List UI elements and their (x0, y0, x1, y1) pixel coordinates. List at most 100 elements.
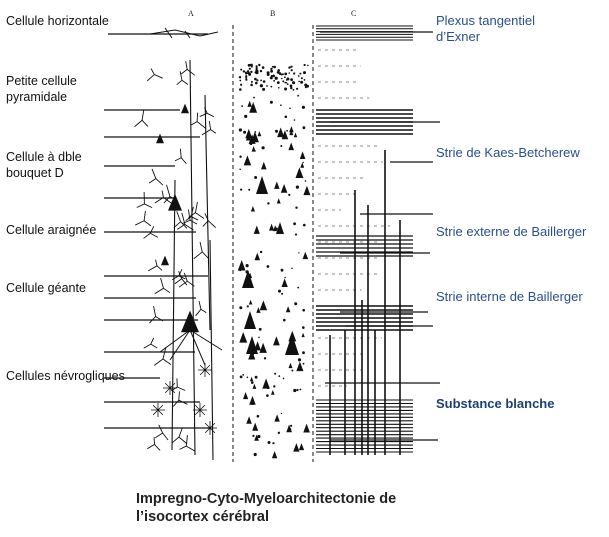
nissl-dot (254, 375, 258, 379)
nissl-dot (242, 374, 245, 376)
small-branching-cell (154, 277, 171, 295)
nissl-dot (250, 80, 253, 83)
nissl-dot (258, 63, 261, 67)
small-branching-cell (177, 212, 194, 231)
nissl-dot (304, 180, 307, 182)
nissl-dot (301, 105, 305, 109)
label-strie-kaes: Strie de Kaes-Betcherew (436, 145, 580, 160)
pyramidal-soma (181, 103, 189, 114)
nissl-dot (262, 80, 266, 83)
nissl-dot (276, 81, 280, 84)
nissl-dot (300, 77, 303, 80)
nissl-dot (251, 381, 254, 384)
nissl-dot (267, 202, 270, 205)
nissl-dot (254, 77, 257, 81)
nissl-dot (282, 377, 285, 380)
nissl-triangle (252, 422, 259, 431)
nissl-dot (291, 369, 294, 372)
nissl-dot (278, 375, 281, 377)
nissl-dot (307, 64, 309, 67)
label-petite-cellule-line1: Petite cellule (6, 74, 77, 88)
nissl-triangle (253, 225, 260, 234)
nissl-dot (250, 83, 253, 87)
nissl-dot (239, 375, 243, 379)
nissl-dot (259, 250, 263, 254)
nissl-dot (302, 326, 305, 329)
nissl-dot (255, 71, 259, 75)
nissl-dot (266, 394, 269, 397)
nissl-dot (271, 65, 274, 68)
nissl-dot (246, 305, 249, 308)
column-letter-b: B (270, 9, 276, 18)
nissl-dot (284, 81, 287, 84)
nissl-dot (263, 357, 267, 360)
nissl-dot (253, 452, 257, 457)
small-branching-cell (173, 211, 188, 229)
nissl-dot (297, 358, 302, 362)
nissl-triangle (299, 151, 306, 159)
small-branching-cell (135, 210, 152, 227)
label-cellule-horizontale: Cellule horizontale (6, 14, 109, 28)
caption-line1: Impregno-Cyto-Myeloarchitectonie de (136, 491, 397, 507)
nissl-dot (256, 79, 259, 82)
nissl-dot (284, 76, 286, 79)
nissl-triangle (276, 198, 281, 204)
glial-cell (151, 403, 165, 417)
nissl-dot (292, 81, 296, 85)
nissl-dot (290, 424, 293, 427)
nissl-triangle (256, 307, 261, 313)
nissl-dot (284, 87, 288, 91)
nissl-triangle (246, 416, 252, 424)
glial-cell (198, 363, 212, 377)
nissl-dot (290, 65, 293, 68)
small-branching-cell (149, 305, 164, 324)
small-branching-cell (154, 190, 172, 204)
nissl-dot (290, 86, 293, 90)
nissl-dot (252, 434, 255, 437)
nissl-dot (274, 372, 277, 375)
nissl-triangle (281, 130, 289, 140)
large-pyramidal-soma (276, 222, 284, 234)
nissl-dot (256, 414, 260, 418)
nissl-dot (254, 176, 258, 179)
small-branching-cell (154, 347, 172, 366)
nissl-dot (270, 74, 273, 78)
dendrite (209, 239, 214, 461)
small-branching-cell (176, 71, 189, 86)
column-c-myelin-fibers (316, 25, 413, 455)
large-pyramidal-soma (256, 176, 268, 194)
small-branching-cell (188, 201, 205, 219)
label-petite-cellule-line2: pyramidale (6, 90, 68, 104)
nissl-dot (241, 105, 244, 107)
nissl-dot (282, 80, 285, 83)
nissl-dot (246, 376, 249, 379)
nissl-dot (292, 88, 295, 91)
nissl-dot (303, 79, 306, 81)
nissl-dot (266, 265, 270, 268)
nissl-dot (302, 351, 305, 355)
nissl-dot (273, 385, 276, 388)
nissl-dot (240, 68, 243, 71)
nissl-dot (267, 441, 271, 444)
nissl-dot (280, 145, 283, 147)
nissl-triangle (254, 252, 261, 261)
nissl-dot (297, 94, 299, 97)
nissl-dot (284, 72, 288, 76)
nissl-dot (272, 442, 275, 445)
nissl-triangle (303, 423, 310, 433)
nissl-dot (288, 66, 291, 69)
nissl-dot (277, 431, 281, 434)
left-pointer-lines (104, 33, 210, 429)
nissl-dot (297, 286, 300, 289)
nissl-dot (266, 73, 270, 76)
nissl-dot (281, 292, 284, 295)
nissl-dot (255, 68, 258, 71)
nissl-dot (245, 76, 248, 79)
large-pyramidal-soma (244, 311, 256, 329)
nissl-dot (269, 100, 273, 104)
nissl-dot (273, 65, 277, 69)
nissl-dot (302, 126, 306, 130)
nissl-dot (276, 341, 278, 343)
nissl-triangle (249, 102, 258, 113)
large-pyramidal-soma (242, 270, 254, 288)
